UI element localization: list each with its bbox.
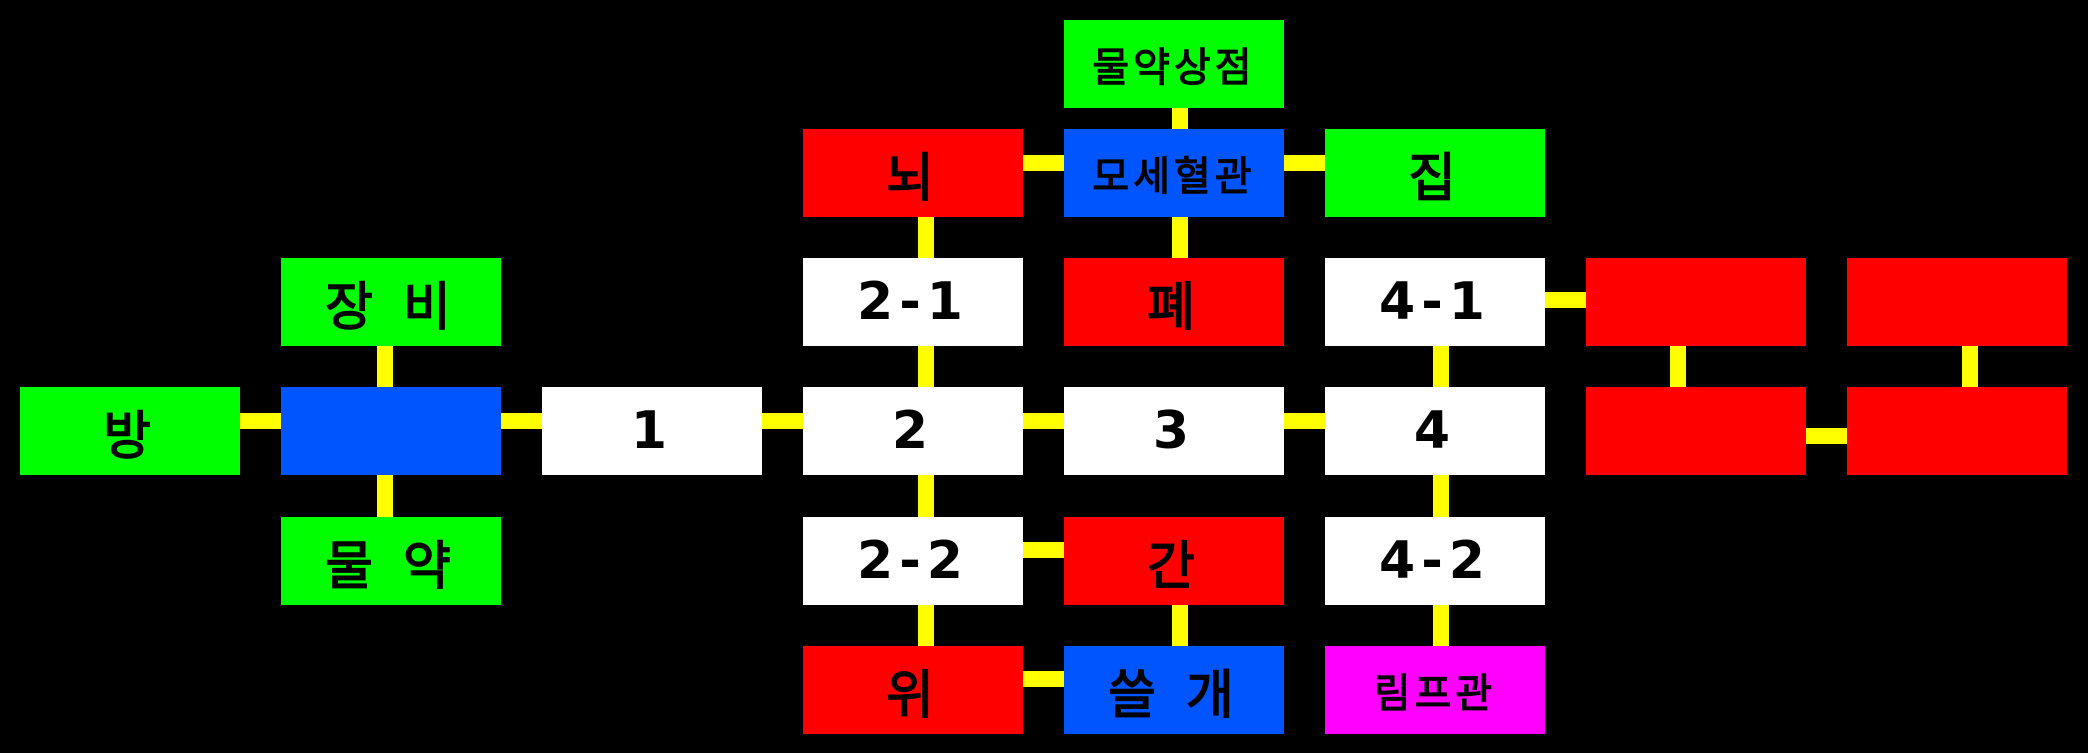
connector	[918, 343, 934, 387]
node-room-3[interactable]: 3	[1064, 387, 1284, 475]
connector	[1023, 155, 1067, 171]
node-label: 4	[1413, 401, 1457, 461]
connector	[240, 413, 284, 429]
node-label: 물 약	[325, 536, 457, 597]
connector	[1172, 214, 1188, 258]
node-red-2[interactable]	[1586, 387, 1806, 475]
node-room-4-2[interactable]: 4-2	[1325, 517, 1545, 605]
node-label: 쓸 개	[1108, 665, 1240, 726]
node-label: 2	[891, 401, 935, 461]
node-label: 위	[886, 665, 940, 726]
node-room-2-2[interactable]: 2-2	[803, 517, 1023, 605]
node-sseulgae[interactable]: 쓸 개	[1064, 646, 1284, 734]
connector	[918, 473, 934, 517]
node-label: 림프관	[1373, 671, 1497, 717]
node-label: 집	[1408, 148, 1462, 209]
connector	[377, 343, 393, 387]
node-mulyak[interactable]: 물 약	[281, 517, 501, 605]
node-noi[interactable]: 뇌	[803, 129, 1023, 217]
node-label: 방	[103, 406, 157, 467]
connector	[1284, 413, 1328, 429]
node-mosehyeolgwan[interactable]: 모세혈관	[1064, 129, 1284, 217]
connector	[1284, 155, 1328, 171]
connector	[501, 413, 545, 429]
connector	[1962, 343, 1978, 387]
connector	[1670, 343, 1686, 387]
connector	[1806, 428, 1850, 444]
node-label: 간	[1147, 536, 1201, 597]
connector	[1172, 603, 1188, 647]
node-label: 폐	[1147, 277, 1201, 338]
node-room-2-1[interactable]: 2-1	[803, 258, 1023, 346]
node-label: 4-1	[1379, 272, 1491, 332]
node-label: 3	[1152, 401, 1196, 461]
node-jip[interactable]: 집	[1325, 129, 1545, 217]
node-label: 4-2	[1379, 531, 1491, 591]
node-jangbi[interactable]: 장 비	[281, 258, 501, 346]
connector	[918, 603, 934, 647]
node-label: 뇌	[886, 148, 940, 209]
node-label: 2-1	[857, 272, 969, 332]
node-label: 모세혈관	[1092, 154, 1256, 200]
connector	[918, 214, 934, 258]
connector	[1433, 473, 1449, 517]
node-red-3[interactable]	[1847, 258, 2067, 346]
connector	[1023, 671, 1067, 687]
node-label: 1	[630, 401, 674, 461]
node-label: 장 비	[325, 277, 457, 338]
node-limpeugwan[interactable]: 림프관	[1325, 646, 1545, 734]
node-wi[interactable]: 위	[803, 646, 1023, 734]
connector	[1433, 603, 1449, 647]
node-room-4[interactable]: 4	[1325, 387, 1545, 475]
connector	[377, 473, 393, 517]
connector	[762, 413, 806, 429]
connector	[1023, 542, 1067, 558]
node-potion-shop[interactable]: 물약상점	[1064, 20, 1284, 108]
node-label: 물약상점	[1092, 45, 1256, 91]
node-gan[interactable]: 간	[1064, 517, 1284, 605]
node-room-4-1[interactable]: 4-1	[1325, 258, 1545, 346]
node-red-1[interactable]	[1586, 258, 1806, 346]
connector	[1023, 413, 1067, 429]
node-bang[interactable]: 방	[20, 387, 240, 475]
node-hub[interactable]	[281, 387, 501, 475]
node-red-4[interactable]	[1847, 387, 2067, 475]
node-pe[interactable]: 폐	[1064, 258, 1284, 346]
connector	[1545, 292, 1589, 308]
node-room-2[interactable]: 2	[803, 387, 1023, 475]
node-room-1[interactable]: 1	[542, 387, 762, 475]
connector	[1433, 343, 1449, 387]
node-label: 2-2	[857, 531, 969, 591]
